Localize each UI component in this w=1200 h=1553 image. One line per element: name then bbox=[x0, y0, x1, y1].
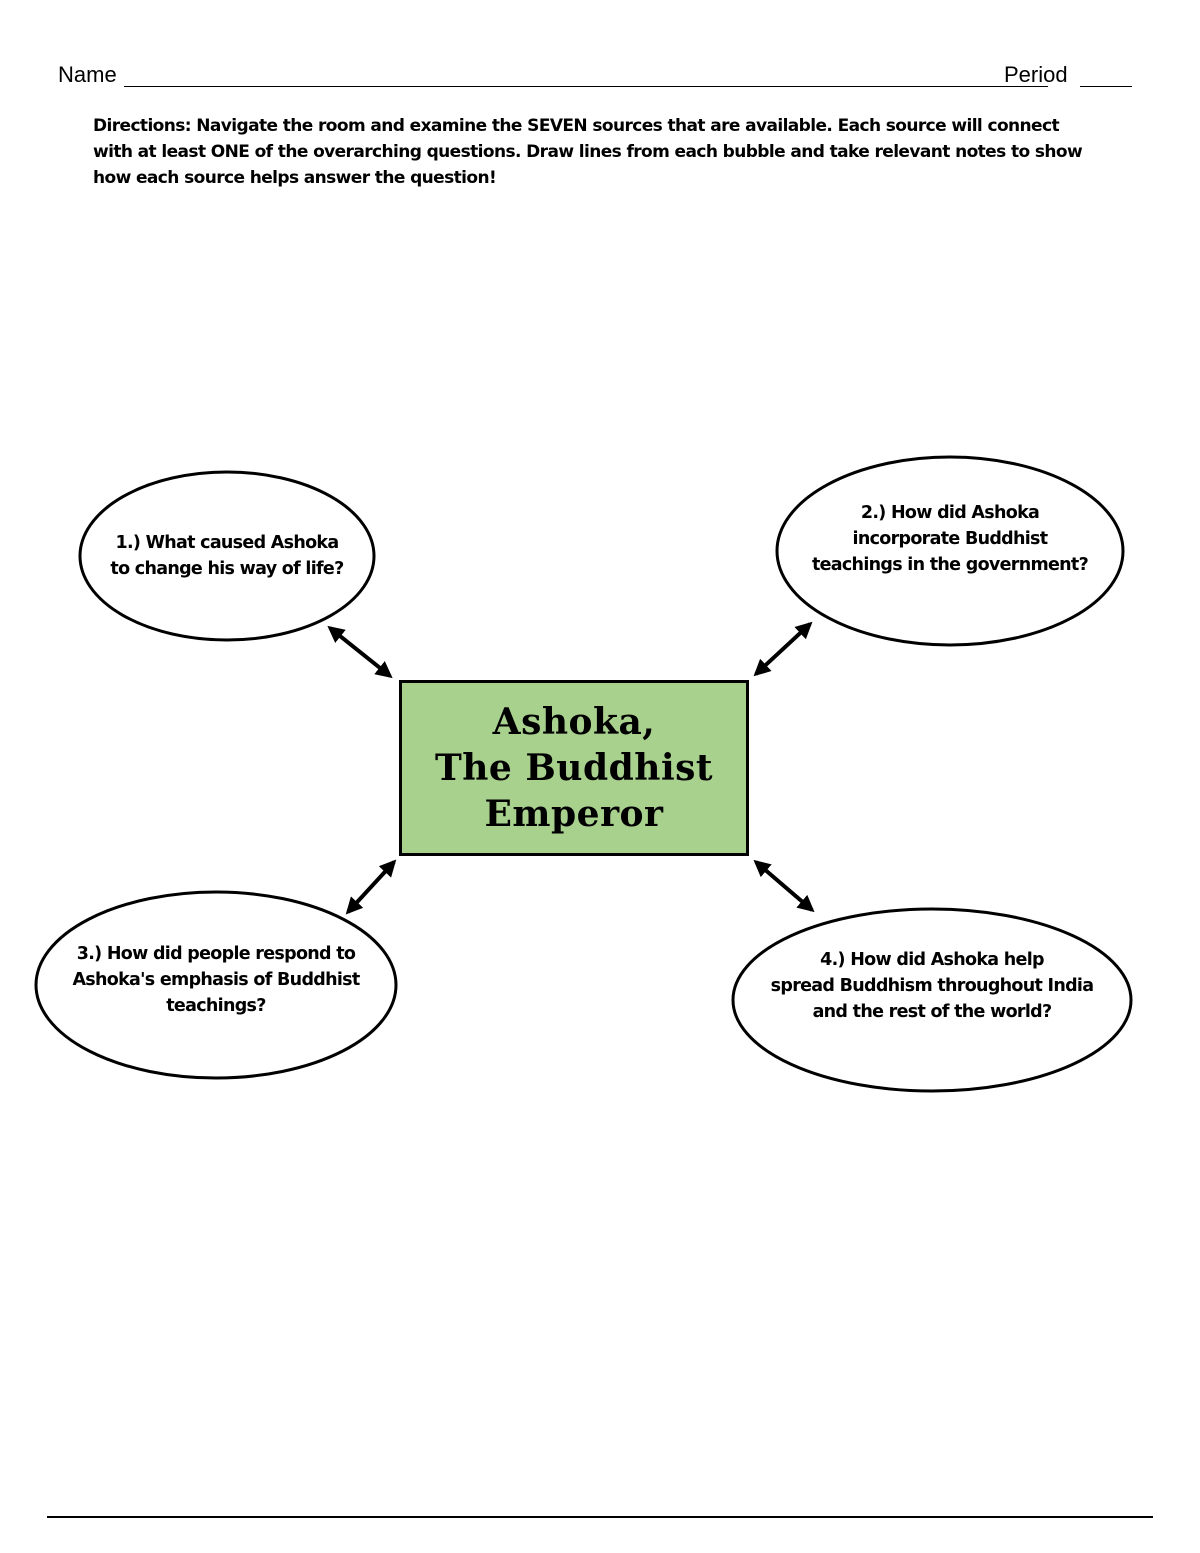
question-bubble-1 bbox=[78, 470, 376, 642]
name-blank-line[interactable] bbox=[124, 86, 1048, 87]
question-2-area: 2.) How did Ashoka incorporate Buddhist … bbox=[777, 457, 1123, 645]
question-4-area: 4.) How did Ashoka help spread Buddhism … bbox=[733, 909, 1131, 1091]
double-arrow-2 bbox=[753, 621, 813, 677]
question-3-text: 3.) How did people respond to Ashoka's e… bbox=[72, 944, 360, 1016]
double-arrow-1 bbox=[327, 625, 393, 679]
question-bubble-3 bbox=[34, 890, 398, 1080]
question-bubble-4 bbox=[731, 907, 1133, 1093]
question-1-area: 1.) What caused Ashoka to change his way… bbox=[80, 472, 374, 640]
period-label: Period bbox=[1004, 62, 1068, 87]
question-1-text: 1.) What caused Ashoka to change his way… bbox=[110, 533, 344, 579]
question-bubble-2 bbox=[775, 455, 1125, 647]
question-3-area: 3.) How did people respond to Ashoka's e… bbox=[36, 892, 396, 1078]
directions-text: Directions: Navigate the room and examin… bbox=[93, 116, 1083, 188]
central-topic-box: Ashoka, The Buddhist Emperor bbox=[399, 680, 749, 856]
footer-rule bbox=[47, 1516, 1153, 1518]
central-topic-title: Ashoka, The Buddhist Emperor bbox=[434, 701, 714, 835]
question-2-text: 2.) How did Ashoka incorporate Buddhist … bbox=[811, 503, 1089, 575]
name-label: Name bbox=[58, 62, 117, 87]
period-blank-line[interactable] bbox=[1080, 86, 1132, 87]
double-arrow-3 bbox=[345, 859, 397, 915]
question-4-text: 4.) How did Ashoka help spread Buddhism … bbox=[770, 950, 1094, 1022]
double-arrow-4 bbox=[753, 859, 815, 913]
header-row: Name Period bbox=[58, 62, 1133, 92]
